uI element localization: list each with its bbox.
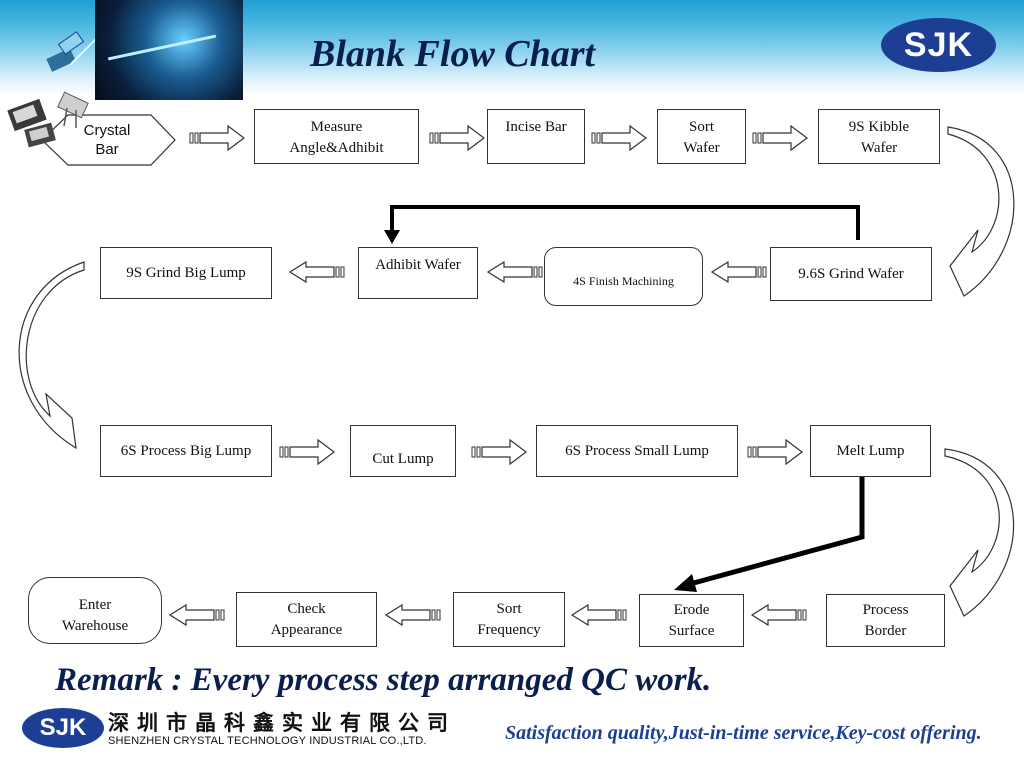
- node-label: 9.6S Grind Wafer: [798, 265, 904, 282]
- crystal-oscillator-photo: [95, 0, 243, 100]
- node-9s-grind-big-lump: 9S Grind Big Lump: [100, 247, 272, 299]
- company-slogan: Satisfaction quality,Just-in-time servic…: [505, 722, 982, 744]
- sjk-logo: SJK: [881, 18, 996, 72]
- node-cut-lump: Cut Lump: [350, 425, 456, 477]
- node-label: Measure Angle&Adhibit: [289, 119, 384, 156]
- bold-connector-2: [689, 477, 865, 587]
- node-9-6s-grind-wafer: 9.6S Grind Wafer: [770, 247, 932, 301]
- node-melt-lump: Melt Lump: [810, 425, 931, 477]
- node-label: 6S Process Small Lump: [565, 442, 709, 459]
- node-sort-frequency: Sort Frequency: [453, 592, 565, 647]
- node-label: 9S Grind Big Lump: [126, 264, 246, 281]
- bold-connector-1: [390, 205, 860, 240]
- node-4s-finish-machining: 4S Finish Machining: [544, 247, 703, 306]
- node-check-appearance: Check Appearance: [236, 592, 377, 647]
- node-label: Enter Warehouse: [61, 597, 129, 634]
- node-process-border: Process Border: [826, 594, 945, 647]
- footer-sjk-logo: SJK: [22, 708, 104, 748]
- node-9s-kibble-wafer: 9S Kibble Wafer: [818, 109, 940, 164]
- node-adhibit-wafer: Adhibit Wafer: [358, 247, 478, 299]
- node-incise-bar: Incise Bar: [487, 109, 585, 164]
- node-label: Process Border: [862, 601, 909, 639]
- node-sort-wafer: Sort Wafer: [657, 109, 746, 164]
- node-6s-process-small-lump: 6S Process Small Lump: [536, 425, 738, 477]
- remark-text: Remark : Every process step arranged QC …: [55, 662, 712, 698]
- curve-arrow-right-3: [944, 448, 1015, 617]
- node-label: Erode Surface: [668, 601, 715, 639]
- node-measure-angle-adhibit: Measure Angle&Adhibit: [254, 109, 419, 164]
- node-label: Cut Lump: [372, 451, 434, 467]
- node-label: 4S Finish Machining: [573, 274, 674, 289]
- node-label: 6S Process Big Lump: [120, 442, 252, 459]
- curve-arrow-right-1: [947, 126, 1015, 297]
- curve-arrow-left-2: [18, 261, 85, 450]
- company-name-english: SHENZHEN CRYSTAL TECHNOLOGY INDUSTRIAL C…: [108, 735, 427, 747]
- node-label: Sort Frequency: [477, 600, 541, 638]
- node-label: Melt Lump: [836, 442, 905, 459]
- node-label: Check Appearance: [270, 600, 343, 638]
- node-label: Adhibit Wafer: [375, 257, 461, 273]
- node-erode-surface: Erode Surface: [639, 594, 744, 647]
- node-label: 9S Kibble Wafer: [848, 119, 910, 156]
- header-banner: [0, 0, 1024, 100]
- node-enter-warehouse: Enter Warehouse: [28, 577, 162, 644]
- crystal-component-icon: [40, 25, 110, 85]
- node-6s-process-big-lump: 6S Process Big Lump: [100, 425, 272, 477]
- node-label: Sort Wafer: [683, 119, 720, 156]
- node-label: Incise Bar: [505, 119, 567, 135]
- node-crystal-bar: Crystal Bar: [83, 121, 131, 159]
- company-name-chinese: 深圳市晶科鑫实业有限公司: [108, 711, 456, 735]
- page-title: Blank Flow Chart: [310, 33, 596, 75]
